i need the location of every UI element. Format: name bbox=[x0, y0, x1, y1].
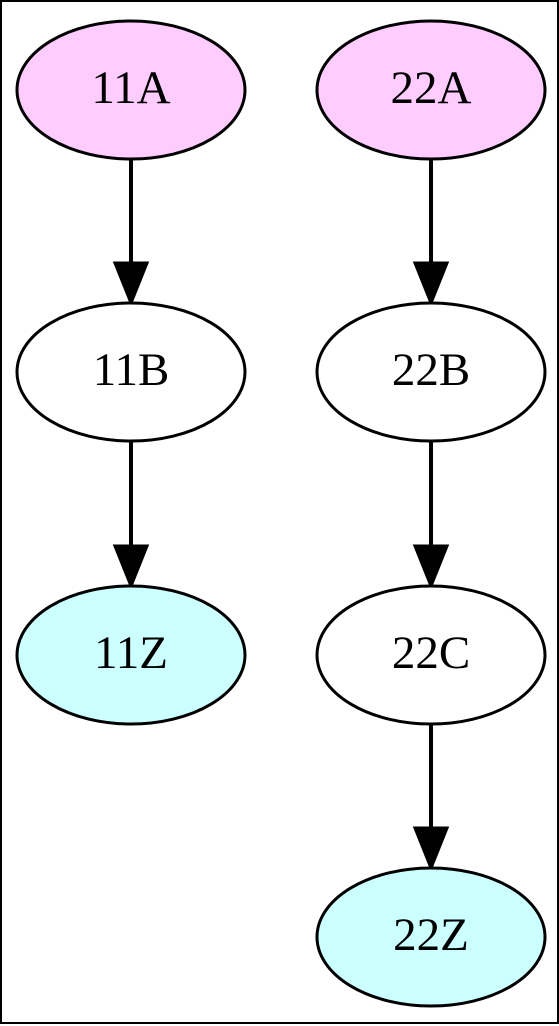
node-ellipse bbox=[315, 19, 547, 161]
node-22Z: 22Z bbox=[315, 866, 547, 1008]
node-11A: 11A bbox=[15, 19, 247, 161]
node-22A: 22A bbox=[315, 19, 547, 161]
node-ellipse bbox=[15, 584, 247, 726]
arrowhead-icon bbox=[112, 544, 150, 591]
edge-22A-22B bbox=[412, 159, 450, 308]
node-label: 22A bbox=[391, 62, 472, 114]
node-label: 22B bbox=[392, 344, 470, 396]
node-ellipse bbox=[315, 866, 547, 1008]
node-ellipse bbox=[315, 584, 547, 726]
node-22B: 22B bbox=[315, 301, 547, 443]
node-11B: 11B bbox=[15, 301, 247, 443]
node-ellipse bbox=[15, 301, 247, 443]
arrowhead-icon bbox=[412, 544, 450, 591]
node-ellipse bbox=[315, 301, 547, 443]
node-22C: 22C bbox=[315, 584, 547, 726]
node-label: 22Z bbox=[393, 909, 469, 961]
edge-22C-22Z bbox=[412, 724, 450, 873]
edge-11A-11B bbox=[112, 159, 150, 308]
edges-layer bbox=[112, 159, 450, 873]
edge-11B-11Z bbox=[112, 441, 150, 591]
nodes-layer: 11A 11B 11Z 22A 22B 22C 22Z bbox=[15, 19, 547, 1008]
node-ellipse bbox=[15, 19, 247, 161]
arrowhead-icon bbox=[412, 826, 450, 873]
node-11Z: 11Z bbox=[15, 584, 247, 726]
node-label: 22C bbox=[392, 627, 470, 679]
node-label: 11Z bbox=[94, 627, 168, 679]
node-label: 11B bbox=[93, 344, 170, 396]
arrowhead-icon bbox=[412, 261, 450, 308]
arrowhead-icon bbox=[112, 261, 150, 308]
node-label: 11A bbox=[91, 62, 170, 114]
edge-22B-22C bbox=[412, 441, 450, 591]
